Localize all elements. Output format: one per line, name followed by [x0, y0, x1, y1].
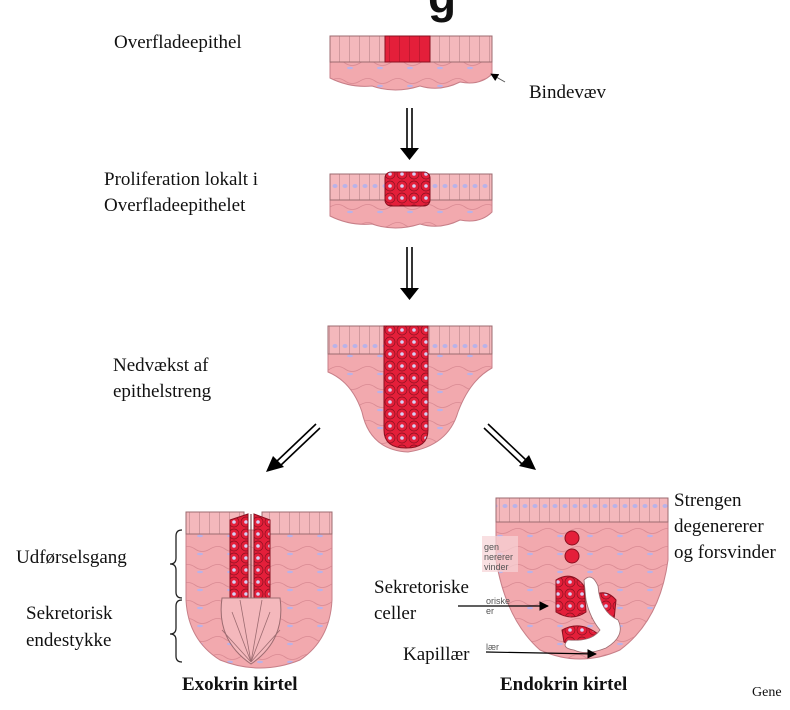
label-kapillaer: Kapillær	[403, 644, 470, 665]
label-sekretorisk-1: Sekretorisk	[26, 603, 113, 624]
label-udforselsgang: Udførselsgang	[16, 547, 127, 568]
label-overfladeepithel: Overfladeepithel	[114, 32, 242, 53]
stage1-tissue	[329, 35, 506, 91]
right-diagonal-arrow	[483, 423, 536, 470]
stage3-tissue	[327, 325, 493, 453]
down-arrow-2	[400, 247, 419, 300]
label-strengen-1: Strengen	[674, 490, 742, 511]
label-strengen-3: og forsvinder	[674, 542, 776, 563]
svg-text:er: er	[486, 606, 494, 616]
label-proliferation-1: Proliferation lokalt i	[104, 169, 259, 190]
label-sekretorisk-2: endestykke	[26, 630, 112, 651]
svg-text:nererer: nererer	[484, 552, 513, 562]
label-endokrin: Endokrin kirtel	[500, 674, 628, 695]
svg-text:oriske: oriske	[486, 596, 510, 606]
braces	[169, 529, 183, 663]
label-nedvaekst-2: epithelstreng	[113, 381, 212, 402]
title-fragment: g	[428, 0, 456, 20]
svg-text:lær: lær	[486, 642, 499, 652]
label-sekretoriske-1: Sekretoriske	[374, 577, 469, 598]
exocrine-gland	[185, 511, 333, 669]
label-exokrin: Exokrin kirtel	[182, 674, 298, 695]
label-sekretoriske-2: celler	[374, 603, 417, 624]
source-fragment: Gene	[752, 685, 782, 700]
endocrine-gland: gen nererer vinder oriske er lær	[458, 497, 669, 660]
down-arrow-1	[400, 108, 419, 160]
svg-text:vinder: vinder	[484, 562, 509, 572]
label-proliferation-2: Overfladeepithelet	[104, 195, 246, 216]
label-nedvaekst-1: Nedvækst af	[113, 355, 209, 376]
svg-text:gen: gen	[484, 542, 499, 552]
label-strengen-2: degenererer	[674, 516, 764, 537]
left-diagonal-arrow	[266, 423, 321, 472]
stage2-tissue	[329, 171, 493, 229]
label-bindevaev: Bindevæv	[529, 82, 607, 103]
